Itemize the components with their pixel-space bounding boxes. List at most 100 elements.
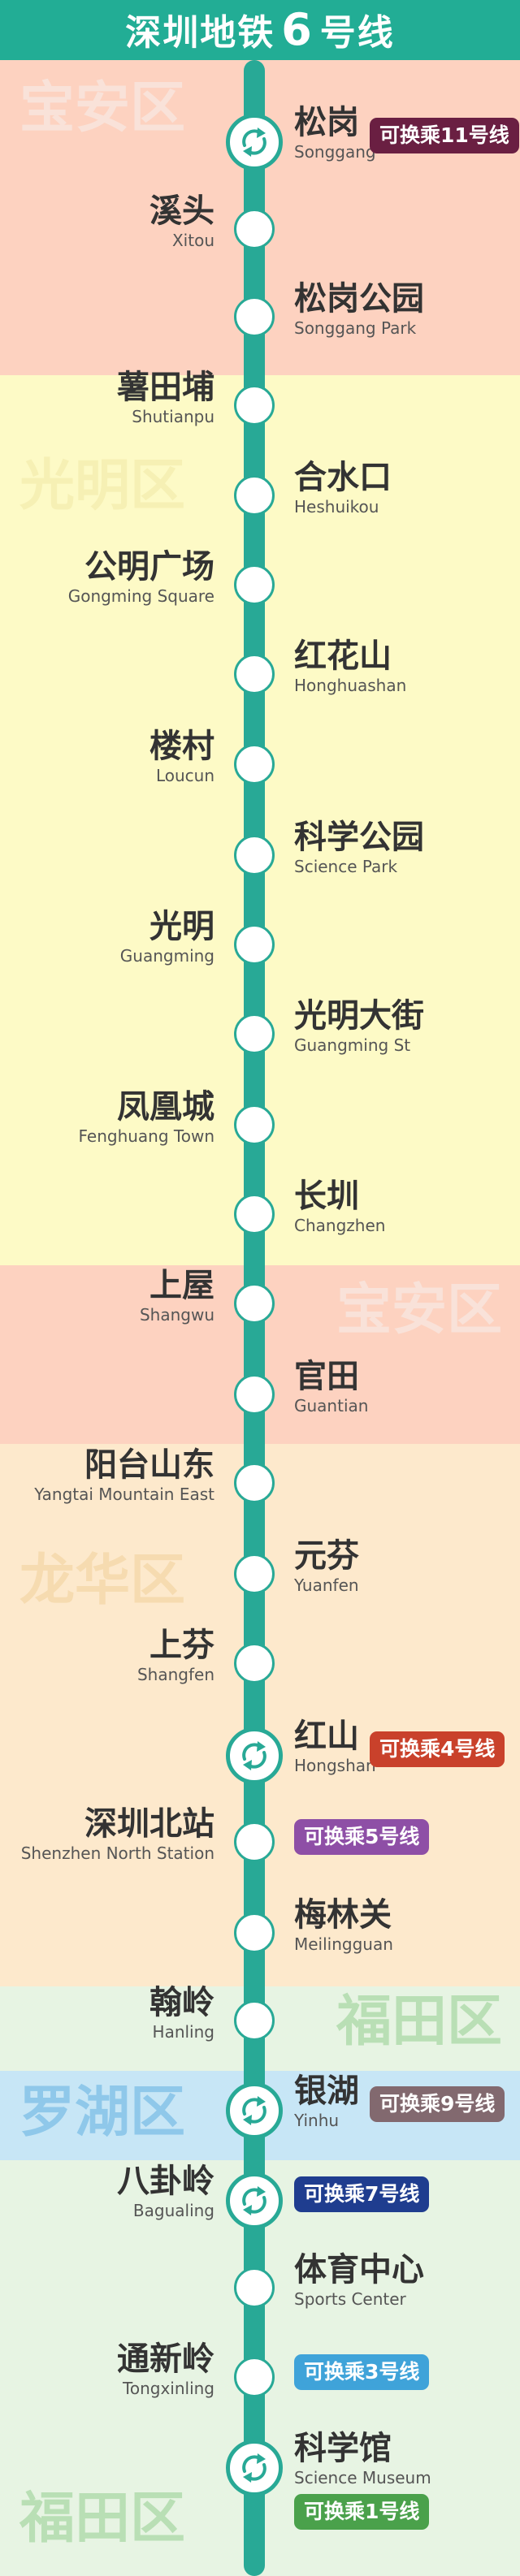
transfer-icon (242, 2096, 266, 2125)
station-name-en: Songgang (294, 142, 376, 162)
district-label: 福田区 (336, 1990, 502, 2054)
station-name-cn: 上芬 (150, 1627, 214, 1664)
station-name-cn: 通新岭 (117, 2340, 214, 2378)
transfer-badge: 可换乘9号线 (370, 2086, 505, 2122)
station-name-cn: 公明广场 (84, 548, 214, 586)
district-label: 福田区 (20, 2487, 186, 2551)
transfer-station-marker (226, 2172, 283, 2229)
station-name-en: Hongshan (294, 1756, 376, 1775)
station-marker (234, 1283, 275, 1324)
station-name-cn: 元芬 (294, 1537, 359, 1575)
station-marker (234, 1194, 275, 1234)
transfer-station-marker (226, 114, 283, 171)
station-marker (234, 1104, 275, 1145)
station-name-cn: 体育中心 (294, 2251, 424, 2289)
station-marker (234, 1554, 275, 1594)
district-label: 罗湖区 (20, 2081, 186, 2145)
station-marker (234, 475, 275, 516)
station-name-en: Guantian (294, 1396, 369, 1416)
transfer-icon (242, 2186, 266, 2215)
station-marker (234, 924, 275, 965)
station-marker (234, 744, 275, 784)
station-name-en: Changzhen (294, 1216, 386, 1235)
station-name-cn: 上屋 (150, 1267, 214, 1304)
station-name-en: Hanling (152, 2022, 214, 2042)
station-name-en: Meilingguan (294, 1934, 393, 1954)
station-name-en: Loucun (155, 766, 214, 785)
transfer-icon (242, 1741, 266, 1770)
station-name-en: Tongxinling (123, 2379, 214, 2398)
station-marker (234, 2267, 275, 2308)
station-name-cn: 八卦岭 (117, 2163, 214, 2200)
station-name-en: Guangming (119, 946, 214, 966)
district-label: 龙华区 (20, 1549, 186, 1613)
station-marker (234, 654, 275, 694)
station-name-cn: 科学公园 (294, 819, 424, 856)
title-prefix: 深圳地铁 (125, 12, 275, 54)
station-name-cn: 阳台山东 (84, 1446, 214, 1484)
transfer-badge: 可换乘4号线 (370, 1731, 505, 1767)
station-marker (234, 1822, 275, 1862)
transfer-station-marker (226, 2082, 283, 2139)
station-name-en: Sports Center (294, 2289, 406, 2309)
station-name-en: Honghuashan (294, 676, 407, 695)
station-name-cn: 翰岭 (150, 1984, 214, 2021)
station-name-cn: 银湖 (294, 2072, 359, 2110)
transfer-station-marker (226, 2440, 283, 2496)
station-name-en: Gongming Square (67, 586, 214, 606)
station-name-cn: 深圳北站 (84, 1805, 214, 1843)
station-name-cn: 薯田埔 (117, 369, 214, 406)
station-name-cn: 合水口 (294, 459, 392, 496)
station-marker (234, 1014, 275, 1054)
station-name-cn: 梅林关 (294, 1896, 392, 1934)
station-marker (234, 835, 275, 875)
station-name-cn: 松岗公园 (294, 280, 424, 318)
station-name-en: Yinhu (294, 2111, 340, 2130)
transfer-badge: 可换乘3号线 (294, 2354, 430, 2390)
district-label: 宝安区 (336, 1278, 502, 1342)
transfer-badge: 可换乘7号线 (294, 2176, 430, 2212)
station-marker (234, 1374, 275, 1415)
station-name-cn: 红山 (294, 1718, 359, 1755)
station-name-cn: 溪头 (150, 192, 214, 230)
station-marker (234, 1913, 275, 1953)
station-name-en: Yangtai Mountain East (34, 1485, 214, 1504)
station-name-en: Bagualing (132, 2201, 214, 2220)
station-marker (234, 564, 275, 605)
transfer-station-marker (226, 1727, 283, 1784)
station-marker (234, 385, 275, 426)
station-name-cn: 官田 (294, 1358, 359, 1395)
transfer-badge: 可换乘11号线 (370, 118, 519, 153)
station-marker (234, 296, 275, 337)
station-name-en: Heshuikou (294, 497, 379, 516)
district-label: 光明区 (20, 454, 186, 518)
transfer-icon (242, 2453, 266, 2483)
station-name-en: Yuanfen (294, 1575, 359, 1595)
station-name-cn: 楼村 (150, 728, 214, 765)
station-name-en: Science Museum (294, 2468, 431, 2487)
